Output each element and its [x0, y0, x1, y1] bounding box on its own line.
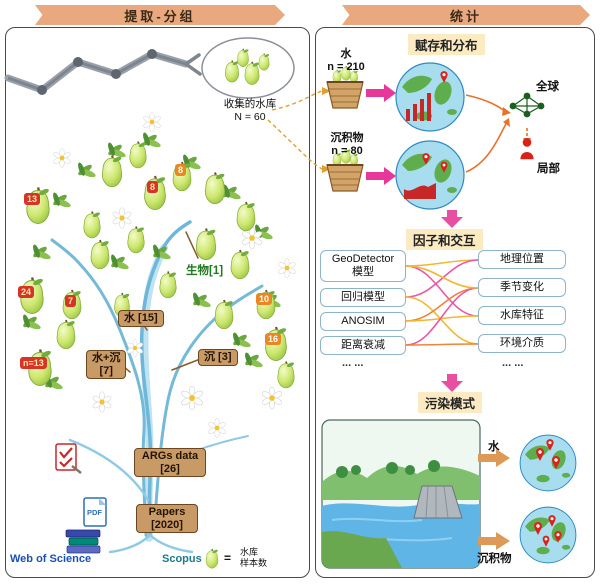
papers-sign: Papers [2020] — [136, 504, 198, 534]
fruit-count-badge: n=13 — [20, 357, 47, 369]
method-box-distance-decay: 距离衰减 — [320, 336, 406, 355]
pattern-water-label: 水 — [488, 441, 500, 453]
global-label: 全球 — [536, 81, 559, 93]
sediment-count-label: 沉积物 n = 80 — [330, 132, 364, 158]
pattern-sediment-label: 沉积物 — [477, 553, 512, 565]
method-ellipsis: ... ... — [342, 357, 364, 369]
water-sediment-group-sign: 水+沉 [7] — [86, 350, 127, 380]
method-box-regression: 回归模型 — [320, 288, 406, 307]
fruit-count-badge: 7 — [65, 295, 77, 307]
method-box-geodetector: GeoDetector 模型 — [320, 250, 406, 282]
legend-label: 水库 样本数 — [240, 547, 268, 568]
sediment-group-sign: 沉 [3] — [198, 349, 238, 366]
source-scopus: Scopus — [162, 553, 202, 565]
right-header-ribbon: 统计 — [342, 5, 590, 25]
args-data-sign: ARGs data [26] — [134, 448, 206, 478]
driver-box-season: 季节变化 — [478, 278, 566, 297]
fruit-count-badge: 10 — [256, 293, 273, 305]
fruit-count-badge: 16 — [265, 333, 282, 345]
legend-equals: = — [224, 551, 232, 565]
pattern-title: 污染模式 — [418, 392, 483, 413]
water-group-sign: 水 [15] — [118, 310, 164, 327]
driver-box-reservoir: 水库特征 — [478, 306, 566, 325]
biota-group-label: 生物[1] — [186, 265, 224, 277]
pdf-icon-label: PDF — [87, 508, 102, 517]
occurrence-title: 赋存和分布 — [408, 34, 485, 55]
method-box-anosim: ANOSIM — [320, 312, 406, 331]
water-count-label: 水 n = 210 — [327, 48, 365, 74]
fruit-count-badge: 8 — [175, 164, 187, 176]
fruit-count-badge: 8 — [147, 181, 159, 193]
fruit-count-badge: 13 — [24, 193, 41, 205]
factors-title: 因子和交互 — [406, 229, 483, 250]
driver-ellipsis: ... ... — [502, 357, 524, 369]
driver-box-geography: 地理位置 — [478, 250, 566, 269]
driver-box-media: 环境介质 — [478, 334, 566, 353]
left-header-ribbon: 提取-分组 — [35, 5, 285, 25]
fruit-count-badge: 24 — [18, 286, 35, 298]
source-web-of-science: Web of Science — [10, 553, 92, 565]
local-label: 局部 — [537, 163, 560, 175]
collected-reservoirs-label: 收集的水库 N = 60 — [223, 98, 277, 124]
